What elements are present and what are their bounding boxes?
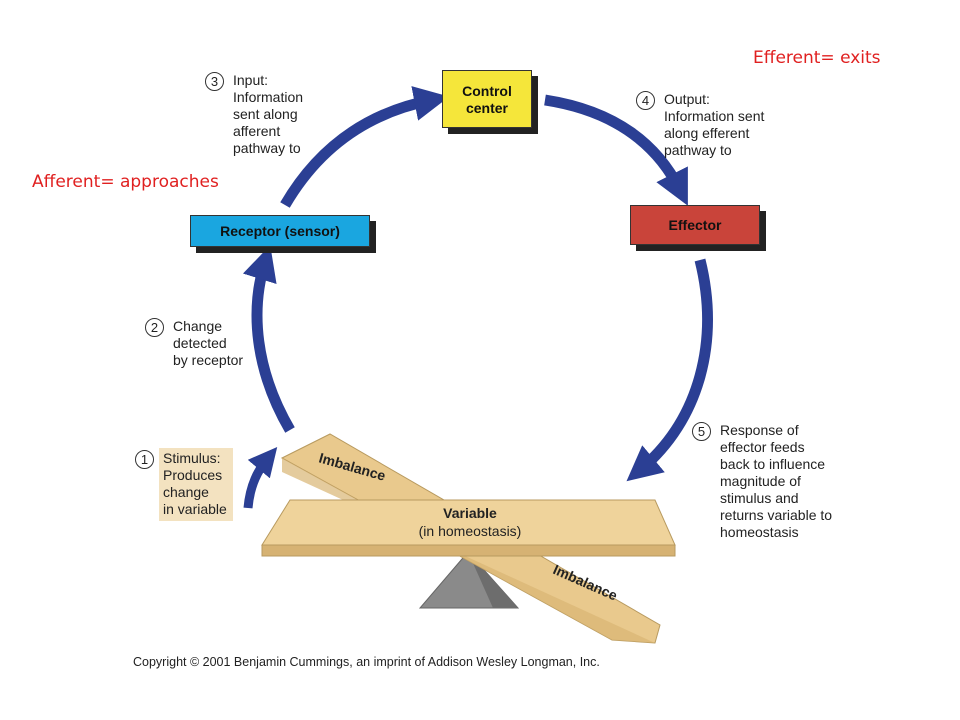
control-center-line1: Control — [462, 83, 512, 99]
response-arrow — [626, 258, 713, 482]
step-4-line: Information sent — [664, 108, 765, 124]
step-4-number: 4 — [636, 91, 655, 110]
step-3: 3 Input: Information sent along afferent… — [205, 72, 365, 162]
step-2-line: detected — [173, 335, 227, 351]
afferent-note: Afferent= approaches — [32, 172, 219, 192]
step-1-line: in variable — [163, 501, 227, 517]
step-5-line: homeostasis — [720, 524, 799, 540]
step-5-line: effector feeds — [720, 439, 805, 455]
receptor-label: Receptor (sensor) — [220, 223, 340, 239]
copyright-text: Copyright © 2001 Benjamin Cummings, an i… — [133, 655, 600, 669]
stimulus-box: Stimulus: Produces change in variable — [159, 448, 233, 521]
step-5-line: returns variable to — [720, 507, 833, 523]
step-3-line: sent along — [233, 106, 298, 122]
step-4-line: along efferent — [664, 125, 750, 141]
step-3-number: 3 — [205, 72, 224, 91]
step-3-line: Information — [233, 89, 304, 105]
step-1: 1 Stimulus: Produces change in variable — [135, 448, 245, 524]
step-2-line: Change — [173, 318, 223, 334]
step-1-line: Produces — [163, 467, 223, 483]
control-center-box: Control center — [442, 70, 532, 128]
detection-arrow — [242, 245, 295, 433]
step-3-line: afferent — [233, 123, 281, 139]
step-5-number: 5 — [692, 422, 711, 441]
step-5-line: Response of — [720, 422, 799, 438]
efferent-note: Efferent= exits — [753, 48, 881, 68]
control-center-line2: center — [465, 100, 509, 116]
step-5-line: back to influence — [720, 456, 826, 472]
stimulus-arrow — [243, 446, 278, 509]
variable-label: Variable — [443, 505, 497, 521]
step-4-line: pathway to — [664, 142, 732, 158]
step-5-line: magnitude of — [720, 473, 801, 489]
receptor-box: Receptor (sensor) — [190, 215, 370, 247]
step-2-line: by receptor — [173, 352, 244, 368]
effector-label: Effector — [668, 217, 722, 233]
output-arrow — [544, 94, 688, 206]
step-3-line: pathway to — [233, 140, 301, 156]
effector-box: Effector — [630, 205, 760, 245]
variable-sublabel: (in homeostasis) — [419, 523, 522, 539]
step-1-line: change — [163, 484, 209, 500]
step-4: 4 Output: Information sent along efferen… — [636, 91, 806, 163]
step-3-line: Input: — [233, 72, 269, 88]
variable-plank — [261, 499, 676, 557]
step-2-number: 2 — [145, 318, 164, 337]
step-4-line: Output: — [664, 91, 710, 107]
step-1-line: Stimulus: — [163, 450, 221, 466]
step-1-number: 1 — [135, 450, 154, 469]
step-5: 5 Response of effector feeds back to inf… — [692, 422, 862, 546]
input-arrow — [280, 86, 450, 208]
step-5-line: stimulus and — [720, 490, 799, 506]
step-2: 2 Change detected by receptor — [145, 318, 275, 374]
